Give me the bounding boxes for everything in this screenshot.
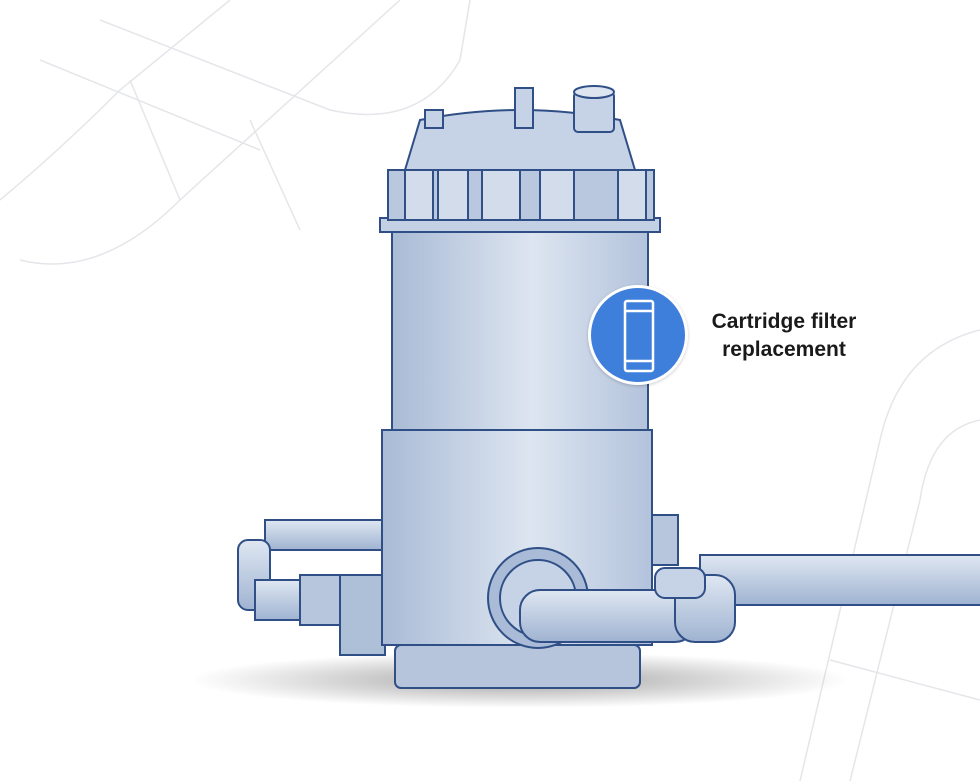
callout-label-line1: Cartridge filter bbox=[711, 310, 857, 333]
filter-body bbox=[237, 85, 980, 689]
cartridge-filter-badge[interactable] bbox=[588, 285, 688, 385]
callout-label-line2: replacement bbox=[722, 338, 846, 361]
cartridge-filter-icon bbox=[623, 299, 655, 373]
callout-label: Cartridge filter replacement bbox=[704, 308, 864, 364]
